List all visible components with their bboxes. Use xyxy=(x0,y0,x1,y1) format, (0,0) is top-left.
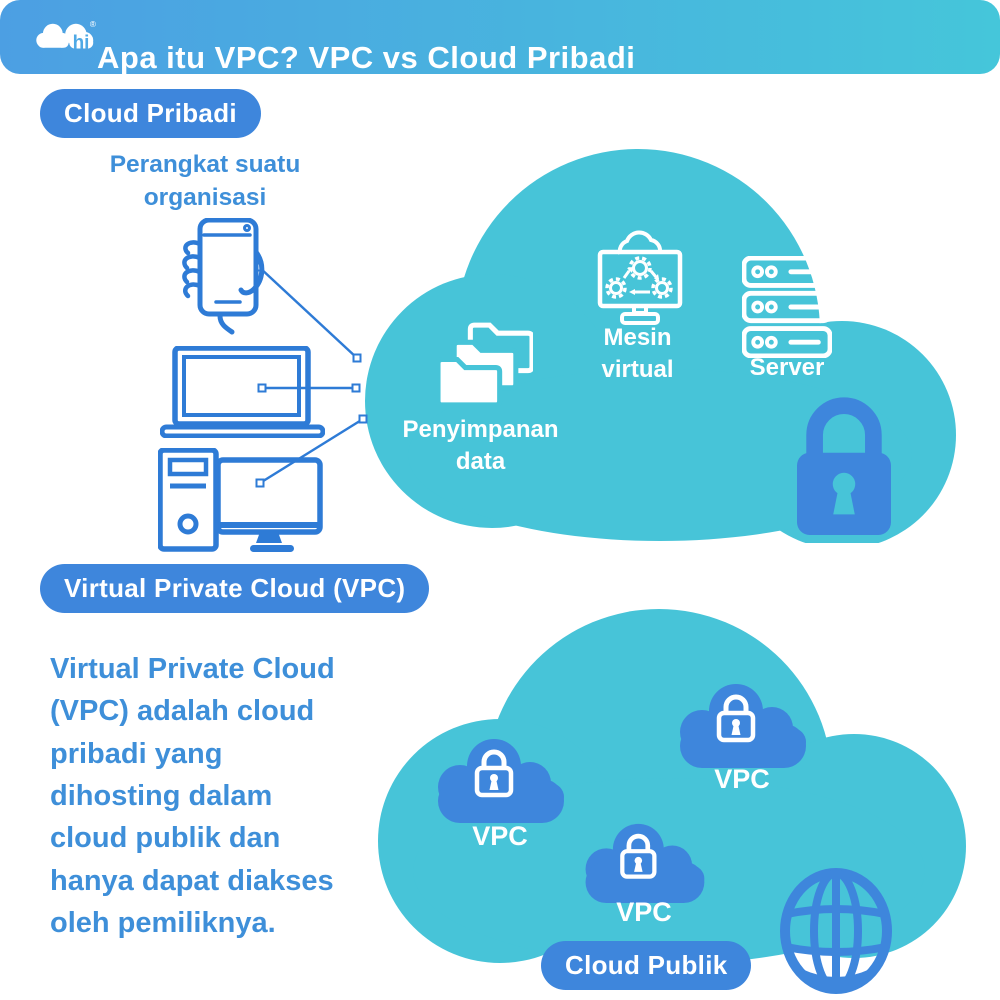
cloud-publik-badge: Cloud Publik xyxy=(541,941,752,990)
data-storage-folders-icon xyxy=(436,322,533,407)
vpc-locked-cloud-1-icon xyxy=(438,739,564,823)
vpc-locked-cloud-3-icon xyxy=(585,823,705,904)
vpc-label-2: VPC xyxy=(714,764,770,794)
devices-label: Perangkat suatu organisasi xyxy=(109,151,301,212)
virtual-machine-icon xyxy=(597,230,683,325)
page-title: Apa itu VPC? VPC vs Cloud Pribadi xyxy=(97,39,636,75)
laptop-icon xyxy=(160,346,325,438)
storage-label: Penyimpanan data xyxy=(402,416,559,476)
server-label: Server xyxy=(749,354,825,381)
vpc-label-3: VPC xyxy=(616,897,672,927)
private-cloud-shape xyxy=(365,149,956,543)
vpc-description: Virtual Private Cloud (VPC) adalah cloud… xyxy=(50,653,335,939)
padlock-icon xyxy=(797,397,891,535)
virtual-machine-label: Mesin virtual xyxy=(601,324,674,384)
vpc-locked-cloud-2-icon xyxy=(680,684,806,768)
brand-cloud-logo-icon: hi ® xyxy=(36,20,96,54)
desktop-computer-icon xyxy=(158,448,323,552)
vpc-badge: Virtual Private Cloud (VPC) xyxy=(40,564,430,613)
smartphone-in-hand-icon xyxy=(182,218,265,335)
logo-text: hi xyxy=(73,33,90,54)
cloud-pribadi-badge: Cloud Pribadi xyxy=(40,89,261,138)
server-rack-icon xyxy=(742,256,832,358)
globe-icon xyxy=(780,868,892,994)
header-bar: hi ® Apa itu VPC? VPC vs Cloud Pribadi xyxy=(0,0,1000,75)
logo-registered-mark: ® xyxy=(90,20,96,29)
vpc-label-1: VPC xyxy=(472,821,528,851)
